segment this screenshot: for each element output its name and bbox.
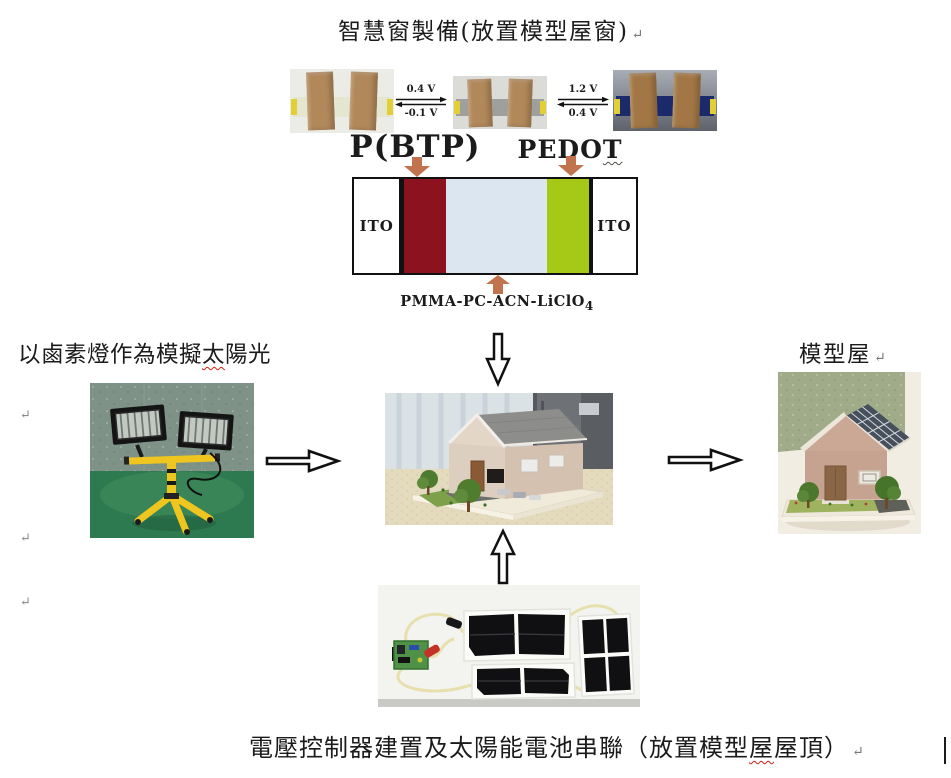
pedot-film-layer [547, 179, 589, 273]
flow-arrow-up-icon[interactable] [488, 528, 518, 585]
contact-tab [709, 98, 716, 114]
pbtp-film-layer [403, 179, 446, 273]
device-schematic[interactable]: ITO ITO [352, 177, 638, 275]
lamp-caption[interactable]: 以鹵素燈作為模擬太陽光 [18, 342, 272, 368]
electrode-line [588, 179, 593, 273]
contact-tab [540, 100, 547, 115]
spellcheck-mark: 太 [202, 342, 226, 368]
flow-arrow-right-2-icon[interactable] [666, 446, 744, 474]
flow-arrow-right-1-icon[interactable] [264, 447, 342, 475]
spellcheck-mark: 屋 [749, 734, 774, 762]
paragraph-mark-icon: ↵ [20, 531, 31, 546]
photo-device-colored[interactable] [613, 70, 717, 131]
title[interactable]: 智慧窗製備(放置模型屋窗)↵ [338, 12, 645, 46]
flow-arrow-down-icon[interactable] [483, 331, 513, 387]
electrode-block [628, 72, 658, 129]
contact-tab [453, 100, 460, 115]
reverse-voltage-label: 0.4 V [568, 107, 598, 119]
paragraph-mark-icon: ↵ [852, 744, 865, 760]
paragraph-mark-icon: ↵ [20, 408, 31, 423]
electrode-block [305, 71, 335, 131]
paragraph-mark-icon: ↵ [20, 595, 31, 610]
contact-tab [386, 99, 393, 116]
paragraph-mark-icon: ↵ [631, 27, 645, 43]
photo-device-bleached[interactable] [290, 69, 394, 133]
model-house-caption[interactable]: 模型屋↵ [799, 342, 888, 368]
pedot-label[interactable]: PEDOT [517, 135, 623, 164]
electrode-block [467, 78, 494, 127]
electrolyte-layer [445, 179, 548, 273]
ito-right-label: ITO [592, 179, 636, 273]
title-text: 智慧窗製備(放置模型屋窗) [338, 19, 629, 45]
ito-left-label: ITO [354, 179, 400, 273]
bottom-caption[interactable]: 電壓控制器建置及太陽能電池串聯（放置模型屋屋頂）↵ [249, 734, 865, 762]
contact-tab [614, 98, 621, 114]
reaction-voltages-1[interactable]: 0.4 V -0.1 V [392, 84, 450, 119]
text-cursor [944, 737, 946, 764]
electrolyte-label[interactable]: PMMA-PC-ACN-LiClO4 [400, 293, 594, 313]
pbtp-pointer-arrow-icon[interactable] [404, 157, 430, 177]
reaction-voltages-2[interactable]: 1.2 V 0.4 V [556, 84, 610, 119]
equilibrium-arrows-icon [557, 96, 609, 107]
pedot-pointer-arrow-icon[interactable] [558, 156, 584, 176]
electrode-line [399, 179, 404, 273]
forward-voltage-label: 0.4 V [406, 84, 436, 95]
electrode-block [672, 72, 702, 129]
equilibrium-arrows-icon [395, 96, 447, 107]
electrode-block [349, 71, 379, 131]
photo-model-house-solar-roof[interactable] [778, 372, 921, 534]
reverse-voltage-label: -0.1 V [404, 107, 438, 119]
contact-tab [291, 99, 298, 116]
electrode-block [506, 78, 533, 127]
forward-voltage-label: 1.2 V [568, 84, 598, 95]
photo-solar-panels-controller[interactable] [378, 585, 640, 707]
paragraph-mark-icon: ↵ [874, 350, 888, 366]
photo-device-intermediate[interactable] [453, 76, 547, 129]
electrolyte-pointer-arrow-icon[interactable] [486, 275, 510, 294]
spellcheck-mark: T [602, 135, 623, 164]
photo-halogen-lamps[interactable] [90, 383, 254, 538]
photo-model-house-on-table[interactable] [385, 393, 613, 525]
